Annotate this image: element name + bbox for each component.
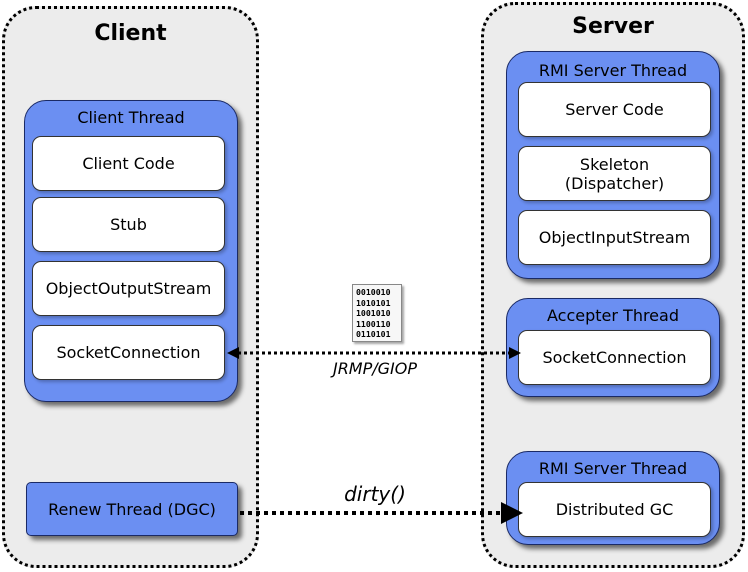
client-thread-title: Client Thread bbox=[77, 108, 185, 127]
jrmp-connection-arrow bbox=[227, 347, 521, 359]
client-socket-connection-box: SocketConnection bbox=[32, 325, 225, 380]
skeleton-dispatcher-box: Skeleton (Dispatcher) bbox=[518, 146, 711, 201]
rmi-server-thread-2-title: RMI Server Thread bbox=[538, 459, 688, 478]
server-code-box: Server Code bbox=[518, 82, 711, 137]
rmi-server-thread-1-title: RMI Server Thread bbox=[538, 61, 688, 80]
arrowhead-right-icon bbox=[509, 347, 521, 359]
client-code-box: Client Code bbox=[32, 136, 225, 191]
dirty-call-arrow bbox=[240, 502, 523, 524]
server-socket-connection-box: SocketConnection bbox=[518, 330, 711, 385]
skeleton-label: Skeleton bbox=[579, 154, 650, 174]
binary-line: 1100110 bbox=[356, 318, 391, 329]
binary-data-icon: 0010010 1010101 1001010 1100110 0110101 bbox=[352, 284, 402, 342]
arrowhead-dirty-icon bbox=[501, 502, 523, 524]
binary-line: 1001010 bbox=[356, 308, 391, 318]
accepter-thread-title: Accepter Thread bbox=[547, 306, 679, 325]
dispatcher-label: (Dispatcher) bbox=[564, 173, 665, 193]
client-title: Client bbox=[94, 21, 167, 46]
object-output-stream-box: ObjectOutputStream bbox=[32, 261, 225, 316]
dirty-label: dirty() bbox=[344, 482, 406, 506]
binary-line: 0010010 bbox=[356, 287, 391, 297]
server-title: Server bbox=[572, 14, 654, 39]
protocol-label: JRMP/GIOP bbox=[332, 359, 418, 378]
object-input-stream-box: ObjectInputStream bbox=[518, 210, 711, 265]
binary-line: 1010101 bbox=[356, 297, 391, 308]
arrowhead-left-icon bbox=[227, 347, 239, 359]
binary-line: 0110101 bbox=[356, 329, 391, 339]
renew-thread-box: Renew Thread (DGC) bbox=[26, 482, 238, 536]
stub-box: Stub bbox=[32, 197, 225, 252]
distributed-gc-box: Distributed GC bbox=[518, 482, 711, 537]
